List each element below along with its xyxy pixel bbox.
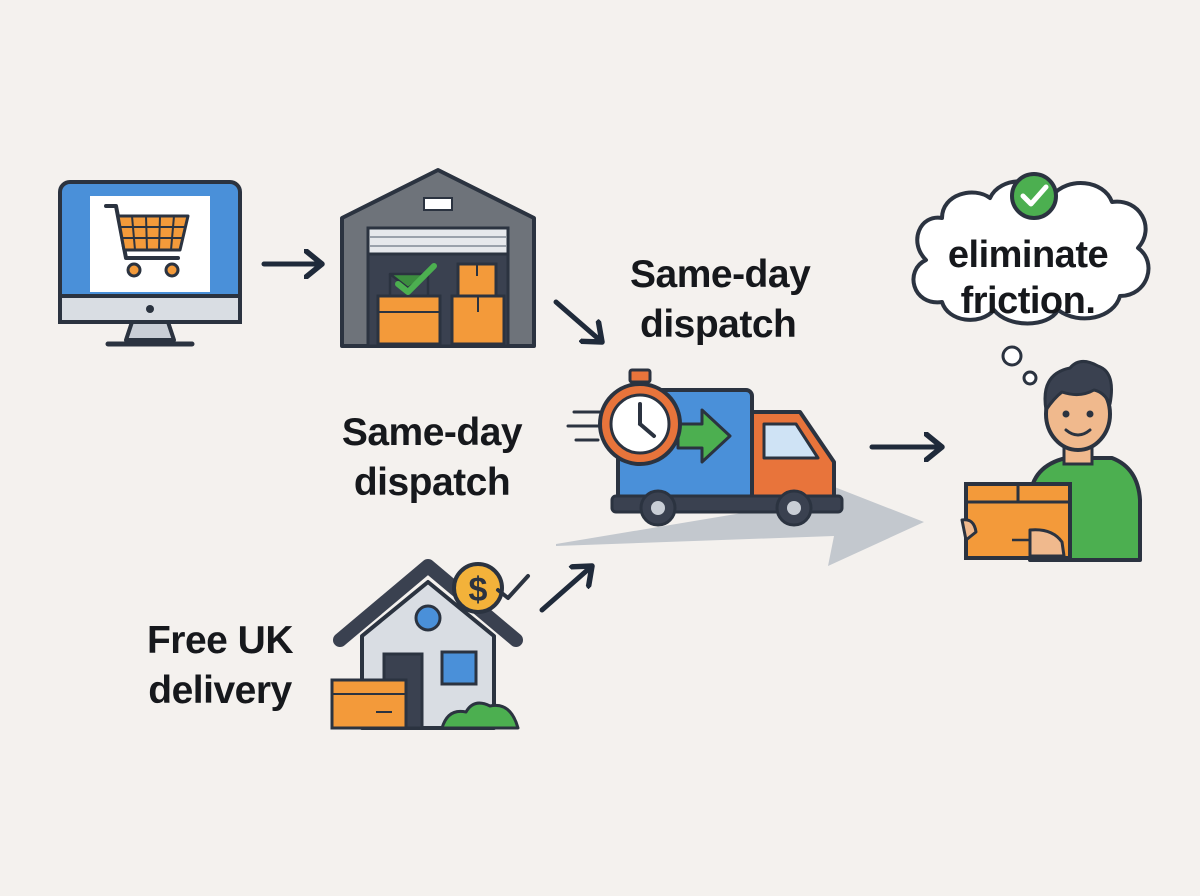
computer-with-cart-icon [58, 180, 242, 347]
label-line: delivery [148, 669, 292, 712]
customer-with-parcel-icon [960, 360, 1142, 562]
house-with-parcel-icon [330, 559, 523, 730]
eliminate-friction-thought: eliminate friction. [918, 232, 1138, 324]
arrow-house-to-truck [539, 566, 592, 613]
check-badge-icon [1010, 172, 1058, 220]
speed-lines [566, 410, 602, 442]
label-line: Same-day [630, 253, 811, 296]
label-line: eliminate [947, 234, 1109, 276]
label-line: friction. [960, 280, 1096, 322]
svg-text:$: $ [469, 571, 488, 609]
dollar-coin-icon: $ [452, 562, 530, 614]
arrow-warehouse-to-truck [553, 299, 602, 342]
label-line: dispatch [353, 461, 511, 504]
label-line: dispatch [640, 303, 797, 346]
stopwatch-icon [598, 368, 682, 466]
free-uk-delivery-label: Free UK delivery [120, 616, 320, 716]
label-line: Free UK [146, 619, 294, 662]
label-line: Same-day [341, 411, 523, 454]
same-day-dispatch-label-middle: Same-day dispatch [312, 408, 552, 508]
shopping-cart-icon [104, 204, 190, 278]
same-day-dispatch-label-top: Same-day dispatch [630, 250, 870, 350]
warehouse-icon [340, 168, 536, 348]
